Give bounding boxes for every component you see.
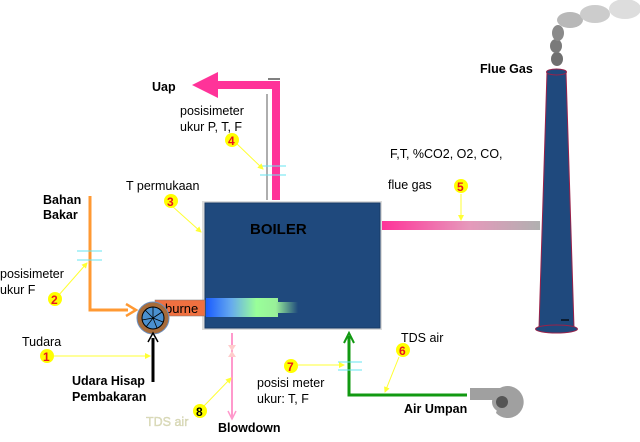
steam-label: Uap [152,80,176,94]
svg-text:7: 7 [287,360,294,374]
fuel-pipe [88,196,139,318]
flue-params-label: F,T, %CO2, O2, CO, [390,147,503,161]
marker-6-pointer [384,356,400,393]
fuel-label-line1: Bahan [43,193,81,207]
fan-icon [136,301,170,335]
svg-text:4: 4 [228,134,235,148]
flue-gas-label: flue gas [388,178,432,192]
burner-label: burne [165,301,198,316]
svg-text:2: 2 [51,293,58,307]
stack-label: Flue Gas [480,62,533,76]
marker-6: 6 [396,343,410,358]
marker-2-pointer [57,262,88,297]
feedwater-meter-line2: ukur: T, F [257,392,309,406]
air-temp-label: Tudara [22,335,61,349]
marker-4: 4 [225,133,239,148]
flue-gas-duct [382,221,540,230]
pump-icon [470,386,524,419]
smoke [550,0,640,66]
blowdown-label: Blowdown [218,421,281,435]
marker-3-pointer [171,205,202,233]
marker-2: 2 [48,292,62,307]
feedwater-label: Air Umpan [404,402,467,416]
stack-chimney [535,68,578,334]
svg-text:3: 3 [167,195,174,209]
surface-temp-label: T permukaan [126,179,199,193]
blowdown-tds-label: TDS air [146,415,188,429]
marker-8-pointer [202,377,232,408]
marker-4-pointer [235,142,264,170]
marker-3: 3 [164,194,178,209]
fuel-meter-line2: ukur F [0,283,36,297]
boiler [202,201,382,330]
svg-text:5: 5 [457,180,464,194]
boiler-label: BOILER [250,221,307,238]
svg-text:6: 6 [399,344,406,358]
feedwater-pipe [343,330,467,397]
marker-5: 5 [454,179,468,194]
svg-text:1: 1 [43,350,50,364]
steam-meter-line1: posisimeter [180,104,244,118]
flame [206,298,278,317]
steam-meter-ticks [260,165,286,176]
marker-1: 1 [40,349,54,364]
feedwater-meter-line1: posisi meter [257,376,324,390]
fuel-label-line2: Bakar [43,208,78,222]
fuel-meter-line1: posisimeter [0,267,64,281]
blowdown-pipe [227,333,237,421]
steam-meter-line2: ukur P, T, F [180,120,242,134]
fuel-meter-ticks [77,250,102,261]
marker-7: 7 [284,359,298,374]
combustion-air-line1: Udara Hisap [72,374,145,388]
feedwater-tds-label: TDS air [401,331,443,345]
svg-text:8: 8 [196,405,203,419]
marker-8: 8 [193,404,207,419]
combustion-air-line [147,331,159,382]
steam-pipe [192,72,280,200]
combustion-air-line2: Pembakaran [72,390,146,404]
